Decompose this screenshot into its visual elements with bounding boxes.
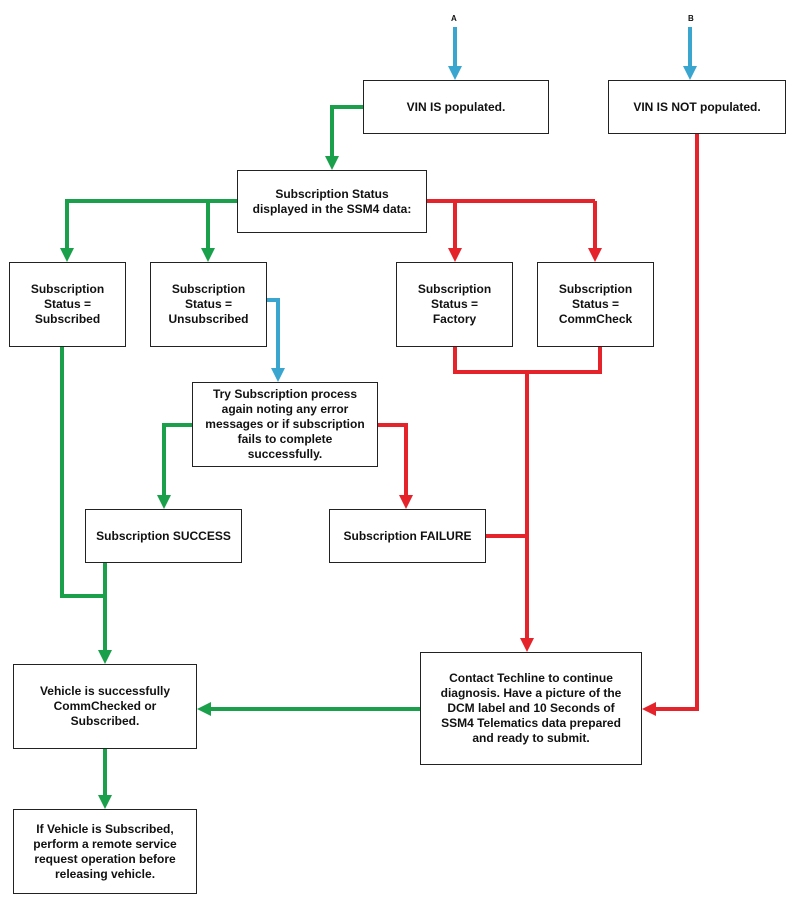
success-to-vehicle-arrow-arrowhead [98, 650, 112, 664]
vehicle-to-remote-arrow-arrowhead [98, 795, 112, 809]
subscribed-down-line [60, 347, 105, 598]
techline-to-vehicle-arrow-arrowhead [197, 702, 211, 716]
subscription-status-header-box: Subscription Status displayed in the SSM… [237, 170, 427, 233]
vin-not-to-techline-arrow-arrowhead [642, 702, 656, 716]
contact-techline-box: Contact Techline to continue diagnosis. … [420, 652, 642, 765]
remote-service-box: If Vehicle is Subscribed, perform a remo… [13, 809, 197, 894]
status-factory-box: Subscription Status = Factory [396, 262, 513, 347]
to-unsubscribed-arrow-arrowhead [201, 248, 215, 262]
try-subscription-again-box: Try Subscription process again noting an… [192, 382, 378, 467]
subscription-success-box: Subscription SUCCESS [85, 509, 242, 563]
vin-not-populated-box: VIN IS NOT populated. [608, 80, 786, 134]
unsubscribed-to-try-arrow-line [267, 298, 280, 370]
vehicle-success-box: Vehicle is successfully CommChecked or S… [13, 664, 197, 749]
try-to-success-arrow-arrowhead [157, 495, 171, 509]
entry-marker-b: B [688, 14, 694, 23]
vin-to-status-arrow-line [330, 105, 363, 158]
vin-to-status-arrow-arrowhead [325, 156, 339, 170]
status-commcheck-box: Subscription Status = CommCheck [537, 262, 654, 347]
entry-b-arrow-arrowhead [683, 66, 697, 80]
entry-marker-a: A [451, 14, 457, 23]
status-green-branch [65, 199, 237, 218]
entry-a-arrow-arrowhead [448, 66, 462, 80]
vin-populated-box: VIN IS populated. [363, 80, 549, 134]
try-to-failure-arrow-arrowhead [399, 495, 413, 509]
try-to-success-arrow-line [162, 423, 192, 497]
to-commcheck-arrow-arrowhead [588, 248, 602, 262]
merge-to-techline-arrow-arrowhead [520, 638, 534, 652]
unsubscribed-to-try-arrow-arrowhead [271, 368, 285, 382]
status-unsubscribed-box: Subscription Status = Unsubscribed [150, 262, 267, 347]
status-subscribed-box: Subscription Status = Subscribed [9, 262, 126, 347]
subscription-failure-box: Subscription FAILURE [329, 509, 486, 563]
try-to-failure-arrow-line [378, 423, 408, 497]
to-factory-arrow-arrowhead [448, 248, 462, 262]
vin-not-to-techline-arrow-line [654, 134, 699, 711]
factory-commcheck-merge [453, 347, 602, 374]
to-subscribed-arrow-arrowhead [60, 248, 74, 262]
